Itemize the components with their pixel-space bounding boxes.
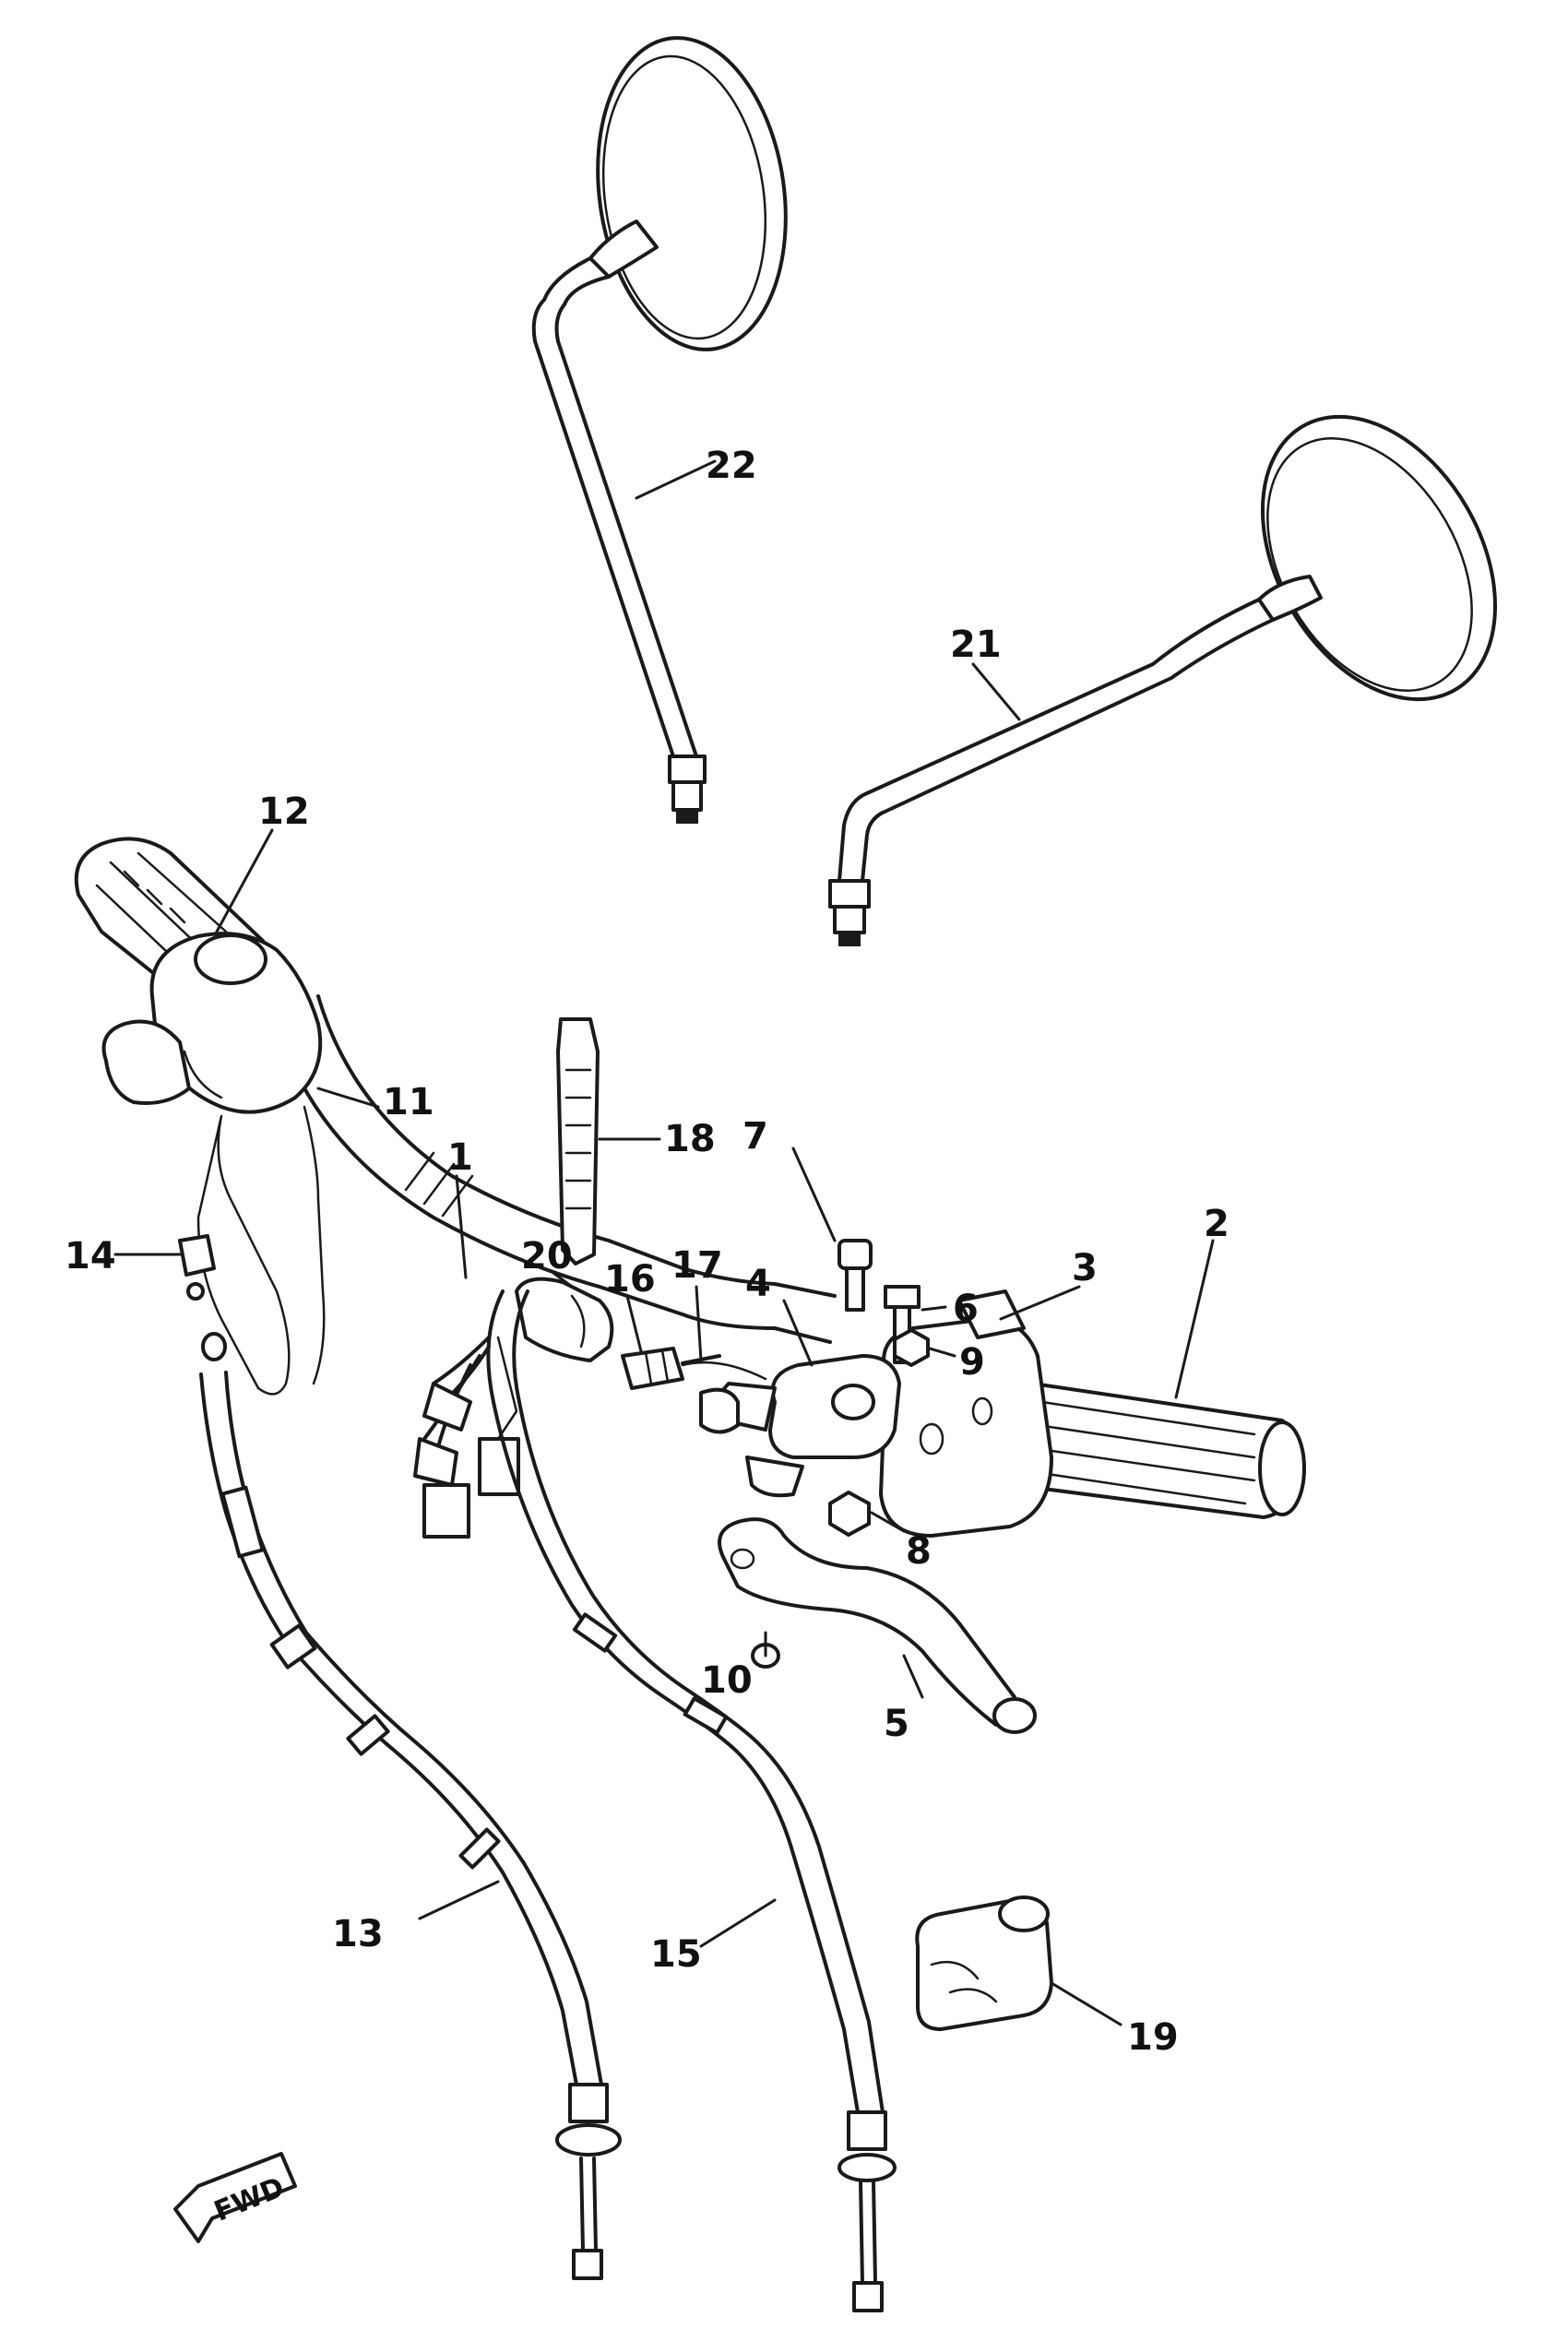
- callout-2: 2: [1204, 1203, 1229, 1245]
- left-lever-bracket: [196, 1105, 326, 1396]
- callout-19: 19: [1127, 2016, 1179, 2059]
- mirror-right: [828, 414, 1498, 946]
- clutch-cable: [186, 1282, 622, 2280]
- callout-18: 18: [664, 1118, 716, 1160]
- callout-17: 17: [671, 1244, 723, 1287]
- front-brake-switch: [915, 1895, 1053, 2031]
- brake-switch: [621, 1347, 721, 1390]
- cable-strap: [556, 1017, 600, 1266]
- pivot-nut: [893, 1328, 930, 1367]
- fwd-arrow: FWD: [173, 2152, 297, 2243]
- callout-20: 20: [521, 1235, 573, 1277]
- throttle-cable-housing: [515, 1277, 614, 1362]
- leader-lines: [113, 459, 1215, 2026]
- callout-7: 7: [742, 1115, 768, 1158]
- callout-13: 13: [332, 1913, 384, 1955]
- mirror-left: [531, 36, 788, 824]
- switch-clip: [681, 1361, 767, 1434]
- callout-1: 1: [447, 1136, 473, 1179]
- callout-5: 5: [884, 1703, 909, 1745]
- left-switch-housing: [101, 932, 323, 1114]
- callout-9: 9: [959, 1341, 985, 1384]
- callout-3: 3: [1072, 1247, 1098, 1289]
- wire-harness: [413, 1336, 520, 1539]
- mounting-bolt: [837, 1239, 873, 1312]
- callout-8: 8: [906, 1530, 932, 1573]
- bolt-nut: [828, 1491, 871, 1537]
- callout-6: 6: [953, 1288, 979, 1330]
- callout-21: 21: [950, 624, 1002, 666]
- brake-lever-holder: [716, 1354, 901, 1498]
- brake-lever: [718, 1517, 1037, 1734]
- callout-10: 10: [701, 1659, 753, 1702]
- throttle-cable: [486, 1289, 897, 2312]
- right-grip: [1013, 1382, 1306, 1519]
- callout-22: 22: [706, 445, 757, 487]
- callout-11: 11: [383, 1081, 434, 1123]
- callouts: 1 2 3 4 5 6 7 8 9 10 11 12 13 14 15 16 1…: [65, 445, 1229, 2059]
- callout-15: 15: [650, 1933, 702, 1976]
- callout-16: 16: [604, 1258, 656, 1301]
- callout-12: 12: [258, 790, 310, 833]
- callout-4: 4: [745, 1263, 771, 1305]
- callout-14: 14: [65, 1235, 116, 1277]
- cable-holder: [178, 1234, 216, 1277]
